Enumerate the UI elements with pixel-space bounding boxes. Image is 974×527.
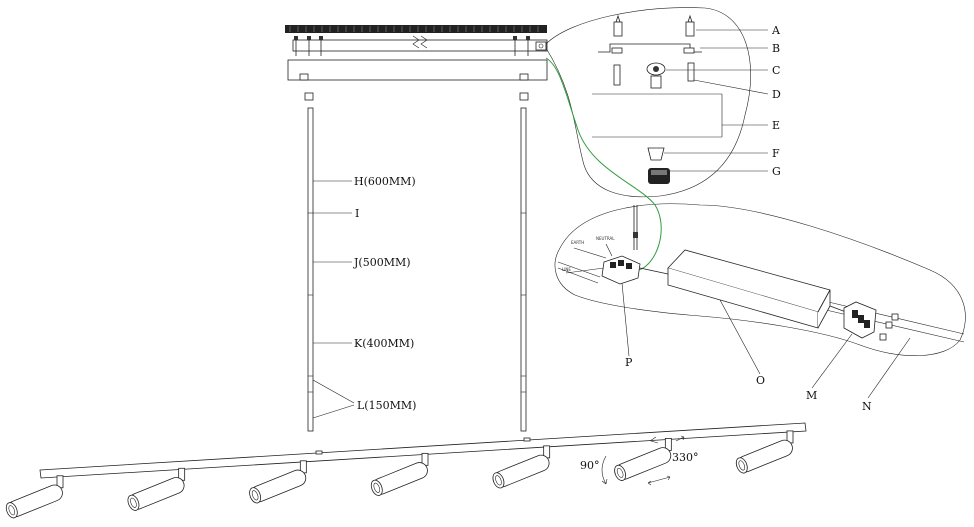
spotlight: [249, 460, 307, 504]
screw-icon: [307, 36, 311, 56]
hex-nut-icon: [646, 62, 666, 89]
spotlight: [735, 430, 794, 474]
callout-p: P: [625, 356, 633, 369]
screw-icon: [513, 36, 517, 56]
cable-grip-icon: [647, 147, 665, 161]
mounting-plate: [292, 35, 548, 56]
callout-b: B: [772, 42, 780, 55]
tilt-angle-label: 90°: [580, 459, 600, 472]
wire-connector: [829, 301, 899, 341]
rotation-arrow-icon: [647, 435, 685, 486]
ground-wire: [545, 57, 662, 272]
callout-f: F: [772, 147, 780, 160]
spotlight: [492, 445, 551, 489]
rod-label-k: K(400MM): [354, 337, 414, 350]
callout-g: G: [772, 165, 781, 178]
wire-label-line: LINE: [562, 267, 571, 272]
spotlight: [614, 437, 672, 481]
anchor-icon: [685, 14, 695, 37]
spotlight: [127, 467, 186, 511]
track-bar: [39, 422, 807, 479]
anchor-icon: [613, 14, 623, 37]
ceiling-hatch: [285, 25, 547, 33]
bracket-icon: [598, 43, 702, 54]
detail-bubble-hardware: [545, 7, 751, 198]
callout-d: D: [772, 88, 781, 101]
canopy: [287, 59, 548, 101]
connector-pin: [633, 205, 638, 250]
detail-bubble-wiring: [554, 203, 966, 356]
rod-label-i: I: [355, 207, 359, 220]
callout-a: A: [771, 24, 781, 37]
spotlight: [5, 475, 64, 519]
screw-icon: [526, 36, 530, 56]
wire-label-earth: EARTH: [571, 240, 584, 245]
callout-n: N: [862, 400, 872, 413]
callout-o: O: [756, 374, 765, 387]
callout-m: M: [806, 389, 817, 402]
rod-label-l: L(150MM): [357, 399, 416, 412]
callout-c: C: [772, 64, 780, 77]
rod-label-h: H(600MM): [354, 175, 416, 188]
cap-icon: [648, 168, 670, 184]
suspension-rod-right: [520, 107, 527, 432]
callout-e: E: [772, 119, 780, 132]
wire-label-neutral: NEUTRAL: [596, 236, 615, 241]
screw-icon: [294, 36, 298, 56]
led-driver: [639, 249, 831, 329]
screw-icon: [687, 62, 695, 82]
rotate-angle-label: 330°: [672, 451, 699, 464]
screw-icon: [319, 36, 323, 56]
canopy-section: [592, 93, 723, 138]
terminal-block: [601, 255, 641, 285]
screw-icon: [613, 64, 621, 86]
suspension-rod-left: [307, 107, 314, 432]
spotlight: [370, 452, 429, 496]
tilt-arrow-icon: [601, 455, 608, 485]
rod-label-j: J(500MM): [353, 256, 411, 269]
